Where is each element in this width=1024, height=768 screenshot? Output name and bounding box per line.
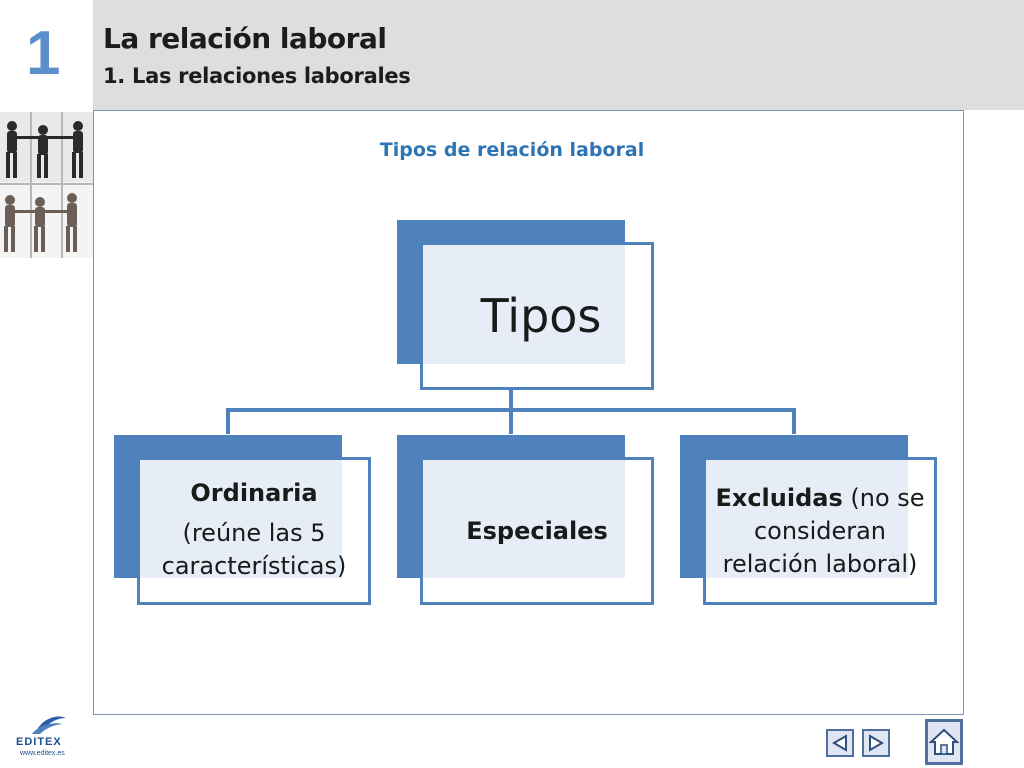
node-especiales-title: Especiales bbox=[466, 517, 608, 545]
node-excluidas-description: (no se consideran relación laboral) bbox=[722, 483, 925, 578]
header-band bbox=[93, 0, 1024, 110]
editex-logo bbox=[14, 712, 76, 758]
node-excluidas: Excluidas (no se consideran relación lab… bbox=[703, 457, 937, 605]
editex-logo-url: www.editex.es bbox=[20, 750, 65, 757]
node-excluidas-text: Excluidas (no se consideran relación lab… bbox=[706, 482, 934, 581]
node-ordinaria-description: (reúne las 5 características) bbox=[161, 519, 347, 580]
node-especiales: Especiales bbox=[420, 457, 654, 605]
previous-button[interactable] bbox=[826, 729, 854, 757]
node-ordinaria-title: Ordinaria bbox=[190, 479, 318, 507]
editex-logo-text: EDITEX bbox=[16, 736, 62, 748]
node-ordinaria: Ordinaria (reúne las 5 características) bbox=[137, 457, 371, 605]
page-subtitle: 1. Las relaciones laborales bbox=[103, 64, 411, 88]
home-button[interactable] bbox=[925, 719, 963, 765]
next-button[interactable] bbox=[862, 729, 890, 757]
connector-left-down bbox=[226, 408, 230, 434]
connector-center-down bbox=[509, 408, 513, 434]
content-frame bbox=[93, 110, 964, 715]
triangle-right-icon bbox=[869, 734, 884, 752]
triangle-left-icon bbox=[832, 734, 847, 752]
home-icon bbox=[929, 728, 959, 755]
section-title: Tipos de relación laboral bbox=[379, 139, 645, 161]
connector-root-down bbox=[509, 390, 513, 412]
root-node: Tipos bbox=[420, 242, 654, 390]
chapter-number: 1 bbox=[26, 19, 61, 88]
node-excluidas-title: Excluidas bbox=[715, 483, 843, 512]
connector-right-down bbox=[792, 408, 796, 434]
people-chain-image bbox=[0, 112, 93, 258]
page-title: La relación laboral bbox=[103, 22, 387, 55]
root-node-label: Tipos bbox=[480, 289, 602, 343]
